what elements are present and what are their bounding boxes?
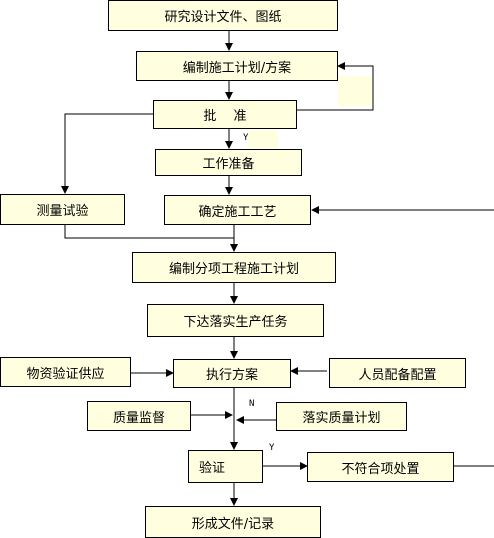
node-compile-plan: 编制施工计划/方案	[136, 51, 338, 81]
node-approve: 批 准	[153, 100, 297, 129]
node-survey: 测量试验	[0, 194, 125, 225]
node-verify: 验证	[188, 450, 263, 483]
edge-survey-merge	[64, 225, 234, 239]
node-nonconform: 不符合项处置	[307, 452, 454, 482]
edge-approve-survey	[61, 113, 153, 194]
node-material: 物资验证供应	[0, 357, 131, 387]
node-quality-monitor: 质量监督	[87, 401, 191, 431]
node-sub-plan: 编制分项工程施工计划	[132, 252, 336, 283]
node-research: 研究设计文件、图纸	[108, 0, 338, 31]
label-yes-approve: Y	[243, 133, 249, 143]
label-no: N	[249, 399, 255, 409]
node-personnel: 人员配备配置	[329, 358, 466, 388]
decoration-patch	[338, 76, 372, 106]
label-yes-verify: Y	[269, 443, 275, 453]
node-records: 形成文件/记录	[145, 506, 321, 538]
node-assign: 下达落实生产任务	[147, 304, 324, 337]
node-execute: 执行方案	[173, 359, 291, 388]
node-work-prep: 工作准备	[155, 149, 302, 176]
node-determine-process: 确定施工工艺	[164, 195, 311, 225]
decoration-patch	[248, 130, 278, 148]
edge-approve-loopback	[297, 62, 374, 111]
node-quality-plan: 落实质量计划	[276, 402, 407, 431]
